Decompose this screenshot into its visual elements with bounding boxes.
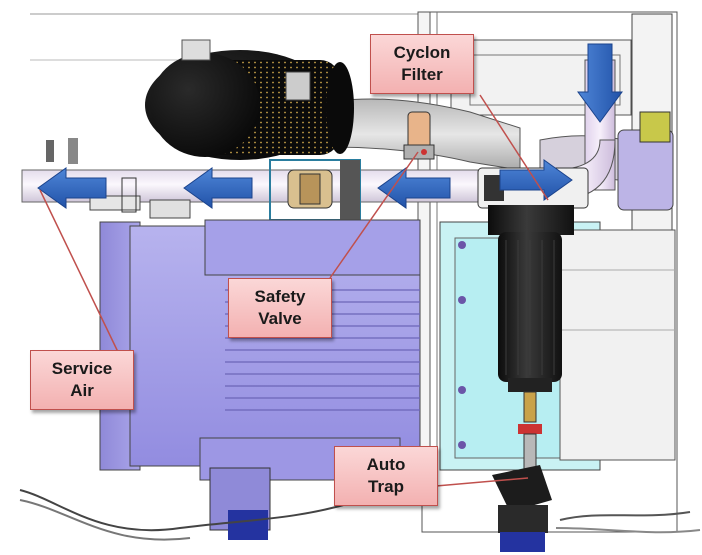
- label-safety-valve: Safety Valve: [228, 278, 332, 338]
- cables: [19, 489, 701, 541]
- motor: [99, 219, 421, 540]
- label-cyclon-filter: Cyclon Filter: [370, 34, 474, 94]
- label-line: Safety: [254, 287, 306, 306]
- air-filter: [145, 39, 354, 160]
- arrow-left-icon: [37, 167, 107, 209]
- label-auto-trap: Auto Trap: [334, 446, 438, 506]
- label-line: Auto: [366, 455, 406, 474]
- safety-valve-part: [403, 111, 435, 160]
- arrow-right-icon: [499, 159, 573, 201]
- label-line: Cyclon: [393, 43, 451, 62]
- label-service-air: Service Air: [30, 350, 134, 410]
- arrow-left-icon: [183, 167, 253, 209]
- auto-trap-part: [492, 465, 552, 552]
- label-line: Trap: [368, 477, 404, 496]
- label-line: Valve: [258, 309, 302, 328]
- label-line: Service: [51, 359, 113, 378]
- flow-arrows: [37, 43, 623, 209]
- arrow-down-icon: [577, 43, 623, 123]
- label-line: Filter: [401, 65, 443, 84]
- leader-lines: [39, 94, 549, 487]
- label-line: Air: [70, 381, 94, 400]
